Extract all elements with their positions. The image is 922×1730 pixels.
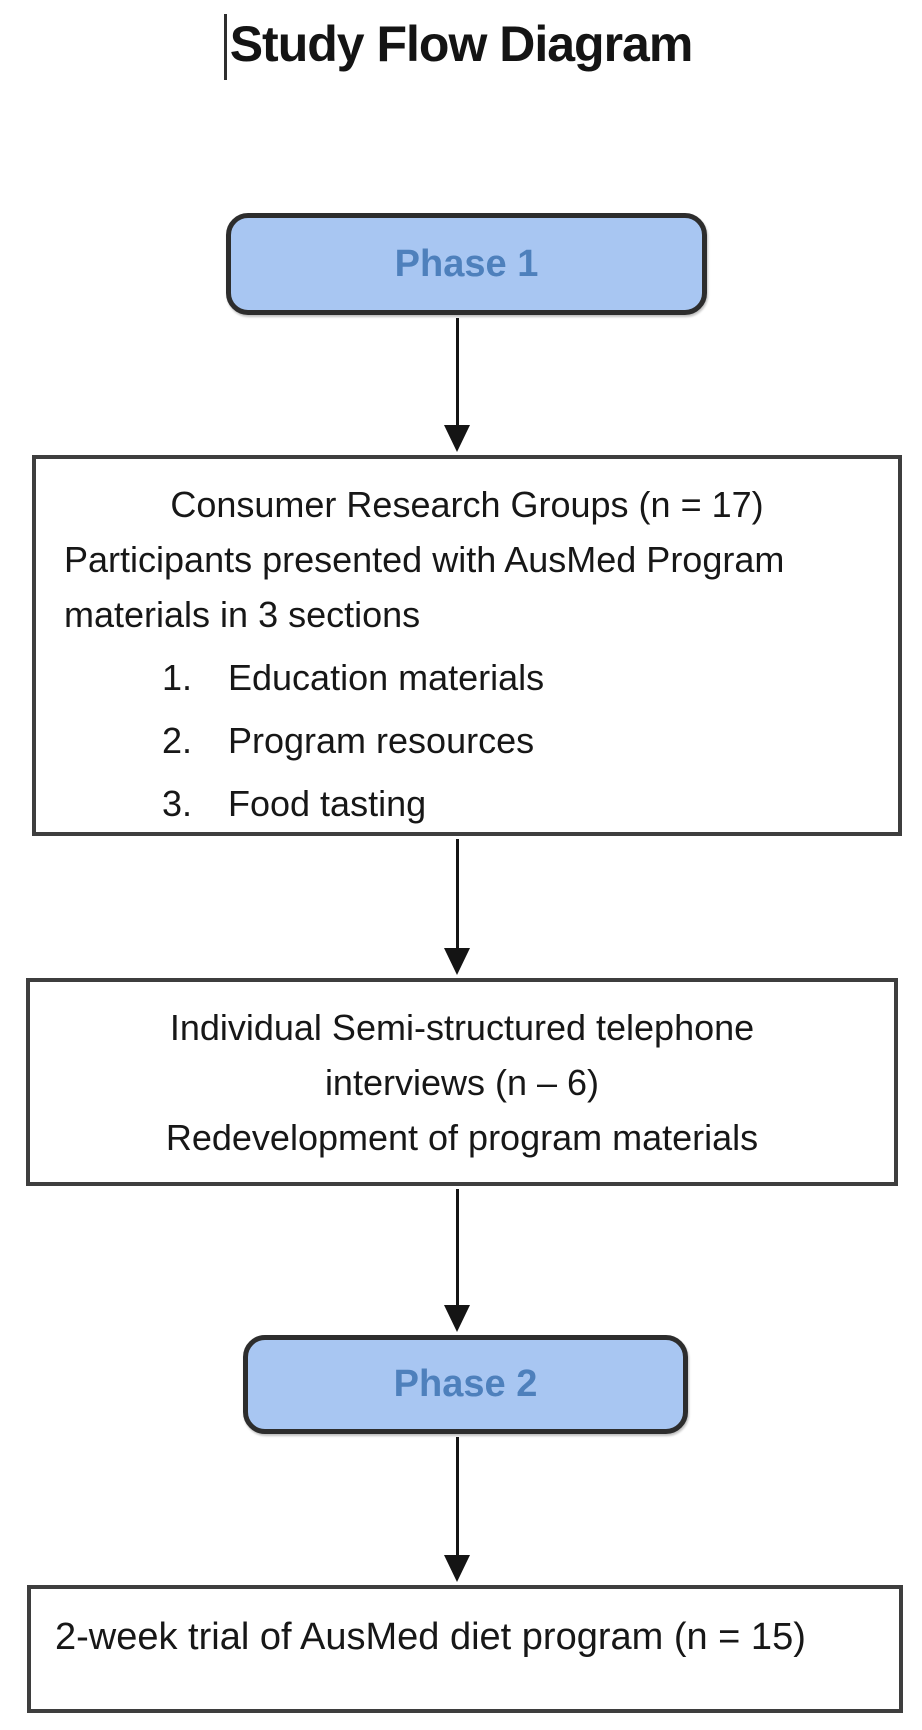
list-item-number: 1. [162,657,193,698]
arrow-head-icon [444,1305,470,1332]
phase-1-node: Phase 1 [226,213,707,315]
list-item-number: 3. [162,783,193,824]
arrow-head-icon [444,1555,470,1582]
diagram-title: Study Flow Diagram [229,16,694,72]
interviews-line-2: interviews (n – 6) [324,1061,600,1103]
interviews-line-1: Individual Semi-structured telephone [169,1006,755,1048]
phase-2-label: Phase 2 [393,1363,538,1405]
arrow-head-icon [444,948,470,975]
list-item: 1. Education materials [64,650,870,705]
arrow-shaft [456,1437,459,1555]
arrow-shaft [456,318,459,425]
trial-box: 2-week trial of AusMed diet program (n =… [27,1585,903,1713]
list-item: 2. Program resources [64,713,870,768]
list-item-number: 2. [162,720,193,761]
list-item-label: Education materials [228,657,545,698]
consumer-box-heading: Consumer Research Groups (n = 17) [170,484,764,525]
arrow-phase1-to-consumer [444,318,471,452]
arrow-interviews-to-phase2 [444,1189,471,1332]
consumer-box-paragraph: Participants presented with AusMed Progr… [64,539,785,635]
interviews-box: Individual Semi-structured telephone int… [26,978,898,1186]
arrow-shaft [456,1189,459,1305]
list-item-label: Food tasting [228,783,427,824]
interviews-line-3: Redevelopment of program materials [165,1116,759,1158]
arrow-consumer-to-interviews [444,839,471,975]
list-item-label: Program resources [228,720,535,761]
phase-1-label: Phase 1 [394,242,539,285]
arrow-head-icon [444,425,470,452]
arrow-phase2-to-trial [444,1437,471,1582]
list-item: 3. Food tasting [64,776,870,831]
phase-2-node: Phase 2 [243,1335,688,1434]
arrow-shaft [456,839,459,948]
trial-box-text: 2-week trial of AusMed diet program (n =… [55,1616,806,1658]
text-cursor [224,14,227,80]
consumer-research-box: Consumer Research Groups (n = 17) Partic… [32,455,902,836]
